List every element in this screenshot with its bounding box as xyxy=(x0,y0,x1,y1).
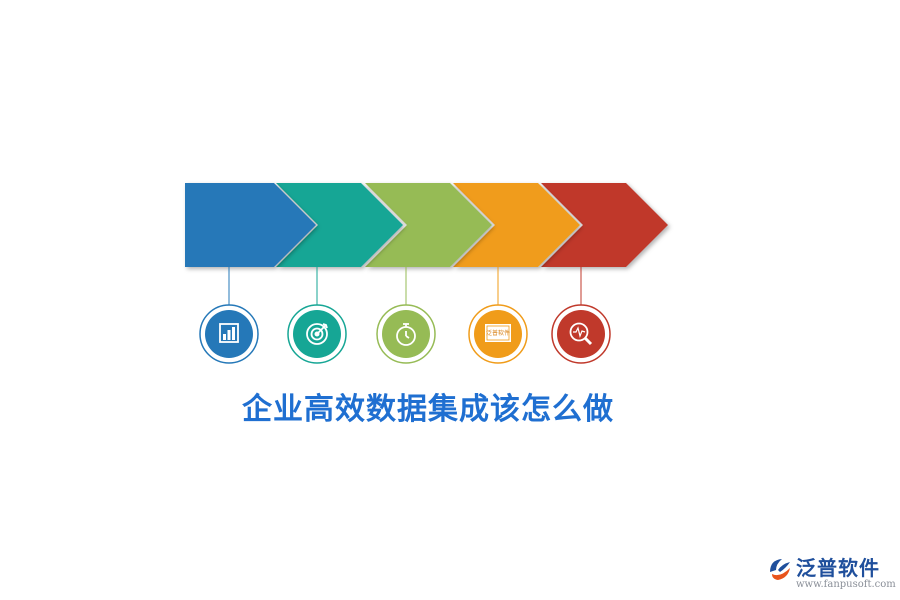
chevron-band xyxy=(185,183,668,267)
magnifier-pulse-icon xyxy=(569,322,593,346)
chevron-step-4 xyxy=(453,183,580,267)
stopwatch-icon xyxy=(396,323,416,346)
logo-mark-icon xyxy=(770,559,790,580)
target-icon xyxy=(306,323,328,345)
chevron-step-3 xyxy=(365,183,492,267)
step-3-badge xyxy=(376,304,436,364)
connectors xyxy=(228,267,582,305)
brand-logo: 泛普软件 www.fanpusoft.com xyxy=(766,552,896,596)
step-4-badge: 泛普软件 xyxy=(468,304,528,364)
step-2-badge xyxy=(287,304,347,364)
certificate-icon: 泛普软件 xyxy=(485,324,511,342)
step-1-badge xyxy=(199,304,259,364)
chevron-step-2 xyxy=(276,183,403,267)
logo-url: www.fanpusoft.com xyxy=(796,579,896,590)
chevron-step-1 xyxy=(185,183,316,267)
step-5-badge xyxy=(551,304,611,364)
chevron-step-5 xyxy=(541,183,668,267)
logo-name: 泛普软件 xyxy=(796,556,880,580)
bar-chart-icon xyxy=(219,323,239,343)
certificate-text: 泛普软件 xyxy=(486,329,510,337)
diagram-title: 企业高效数据集成该怎么做 xyxy=(242,392,614,427)
